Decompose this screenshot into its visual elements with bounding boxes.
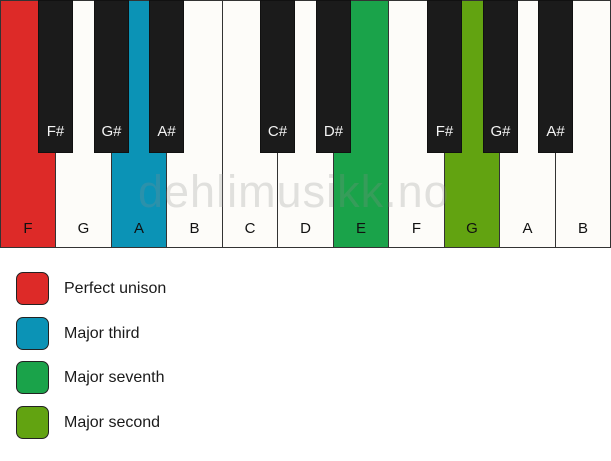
key-label: A# — [157, 123, 176, 140]
black-key-g-sharp-2[interactable]: G# — [483, 0, 518, 153]
key-label: F# — [46, 123, 65, 140]
legend-item-perfect-unison: Perfect unison — [16, 272, 316, 306]
legend-item-major-third: Major third — [16, 317, 316, 351]
key-label: F — [411, 220, 422, 237]
black-key-a-sharp-2[interactable]: A# — [538, 0, 573, 153]
black-key-a-sharp[interactable]: A# — [149, 0, 184, 153]
black-key-c-sharp[interactable]: C# — [260, 0, 295, 153]
color-swatch — [16, 406, 49, 439]
color-swatch — [16, 317, 49, 350]
black-key-d-sharp[interactable]: D# — [316, 0, 351, 153]
key-label: F# — [435, 123, 454, 140]
key-label: G# — [101, 123, 122, 140]
key-label: B — [577, 220, 588, 237]
legend-label: Major third — [64, 325, 140, 342]
black-key-f-sharp[interactable]: F# — [38, 0, 73, 153]
key-label: A — [133, 220, 144, 237]
legend-item-major-seventh: Major seventh — [16, 361, 316, 395]
key-label: D# — [323, 123, 344, 140]
key-label: G — [77, 220, 90, 237]
key-label: C# — [267, 123, 288, 140]
legend-label: Major second — [64, 414, 161, 431]
black-key-f-sharp-2[interactable]: F# — [427, 0, 462, 153]
key-label: E — [355, 220, 366, 237]
legend-label: Major seventh — [64, 369, 165, 386]
piano-keyboard: F G A B C D E F G A B F# G# A# C# D# F# … — [0, 0, 611, 248]
black-key-g-sharp[interactable]: G# — [94, 0, 129, 153]
key-label: G# — [490, 123, 511, 140]
legend-label: Perfect unison — [64, 280, 167, 297]
color-swatch — [16, 272, 49, 305]
key-label: B — [189, 220, 200, 237]
key-label: F — [23, 220, 33, 237]
key-label: A — [522, 220, 533, 237]
legend-item-major-second: Major second — [16, 406, 316, 440]
color-swatch — [16, 361, 49, 394]
key-label: C — [244, 220, 256, 237]
key-label: D — [300, 220, 311, 237]
key-label: G — [466, 220, 478, 237]
key-label: A# — [546, 123, 565, 140]
